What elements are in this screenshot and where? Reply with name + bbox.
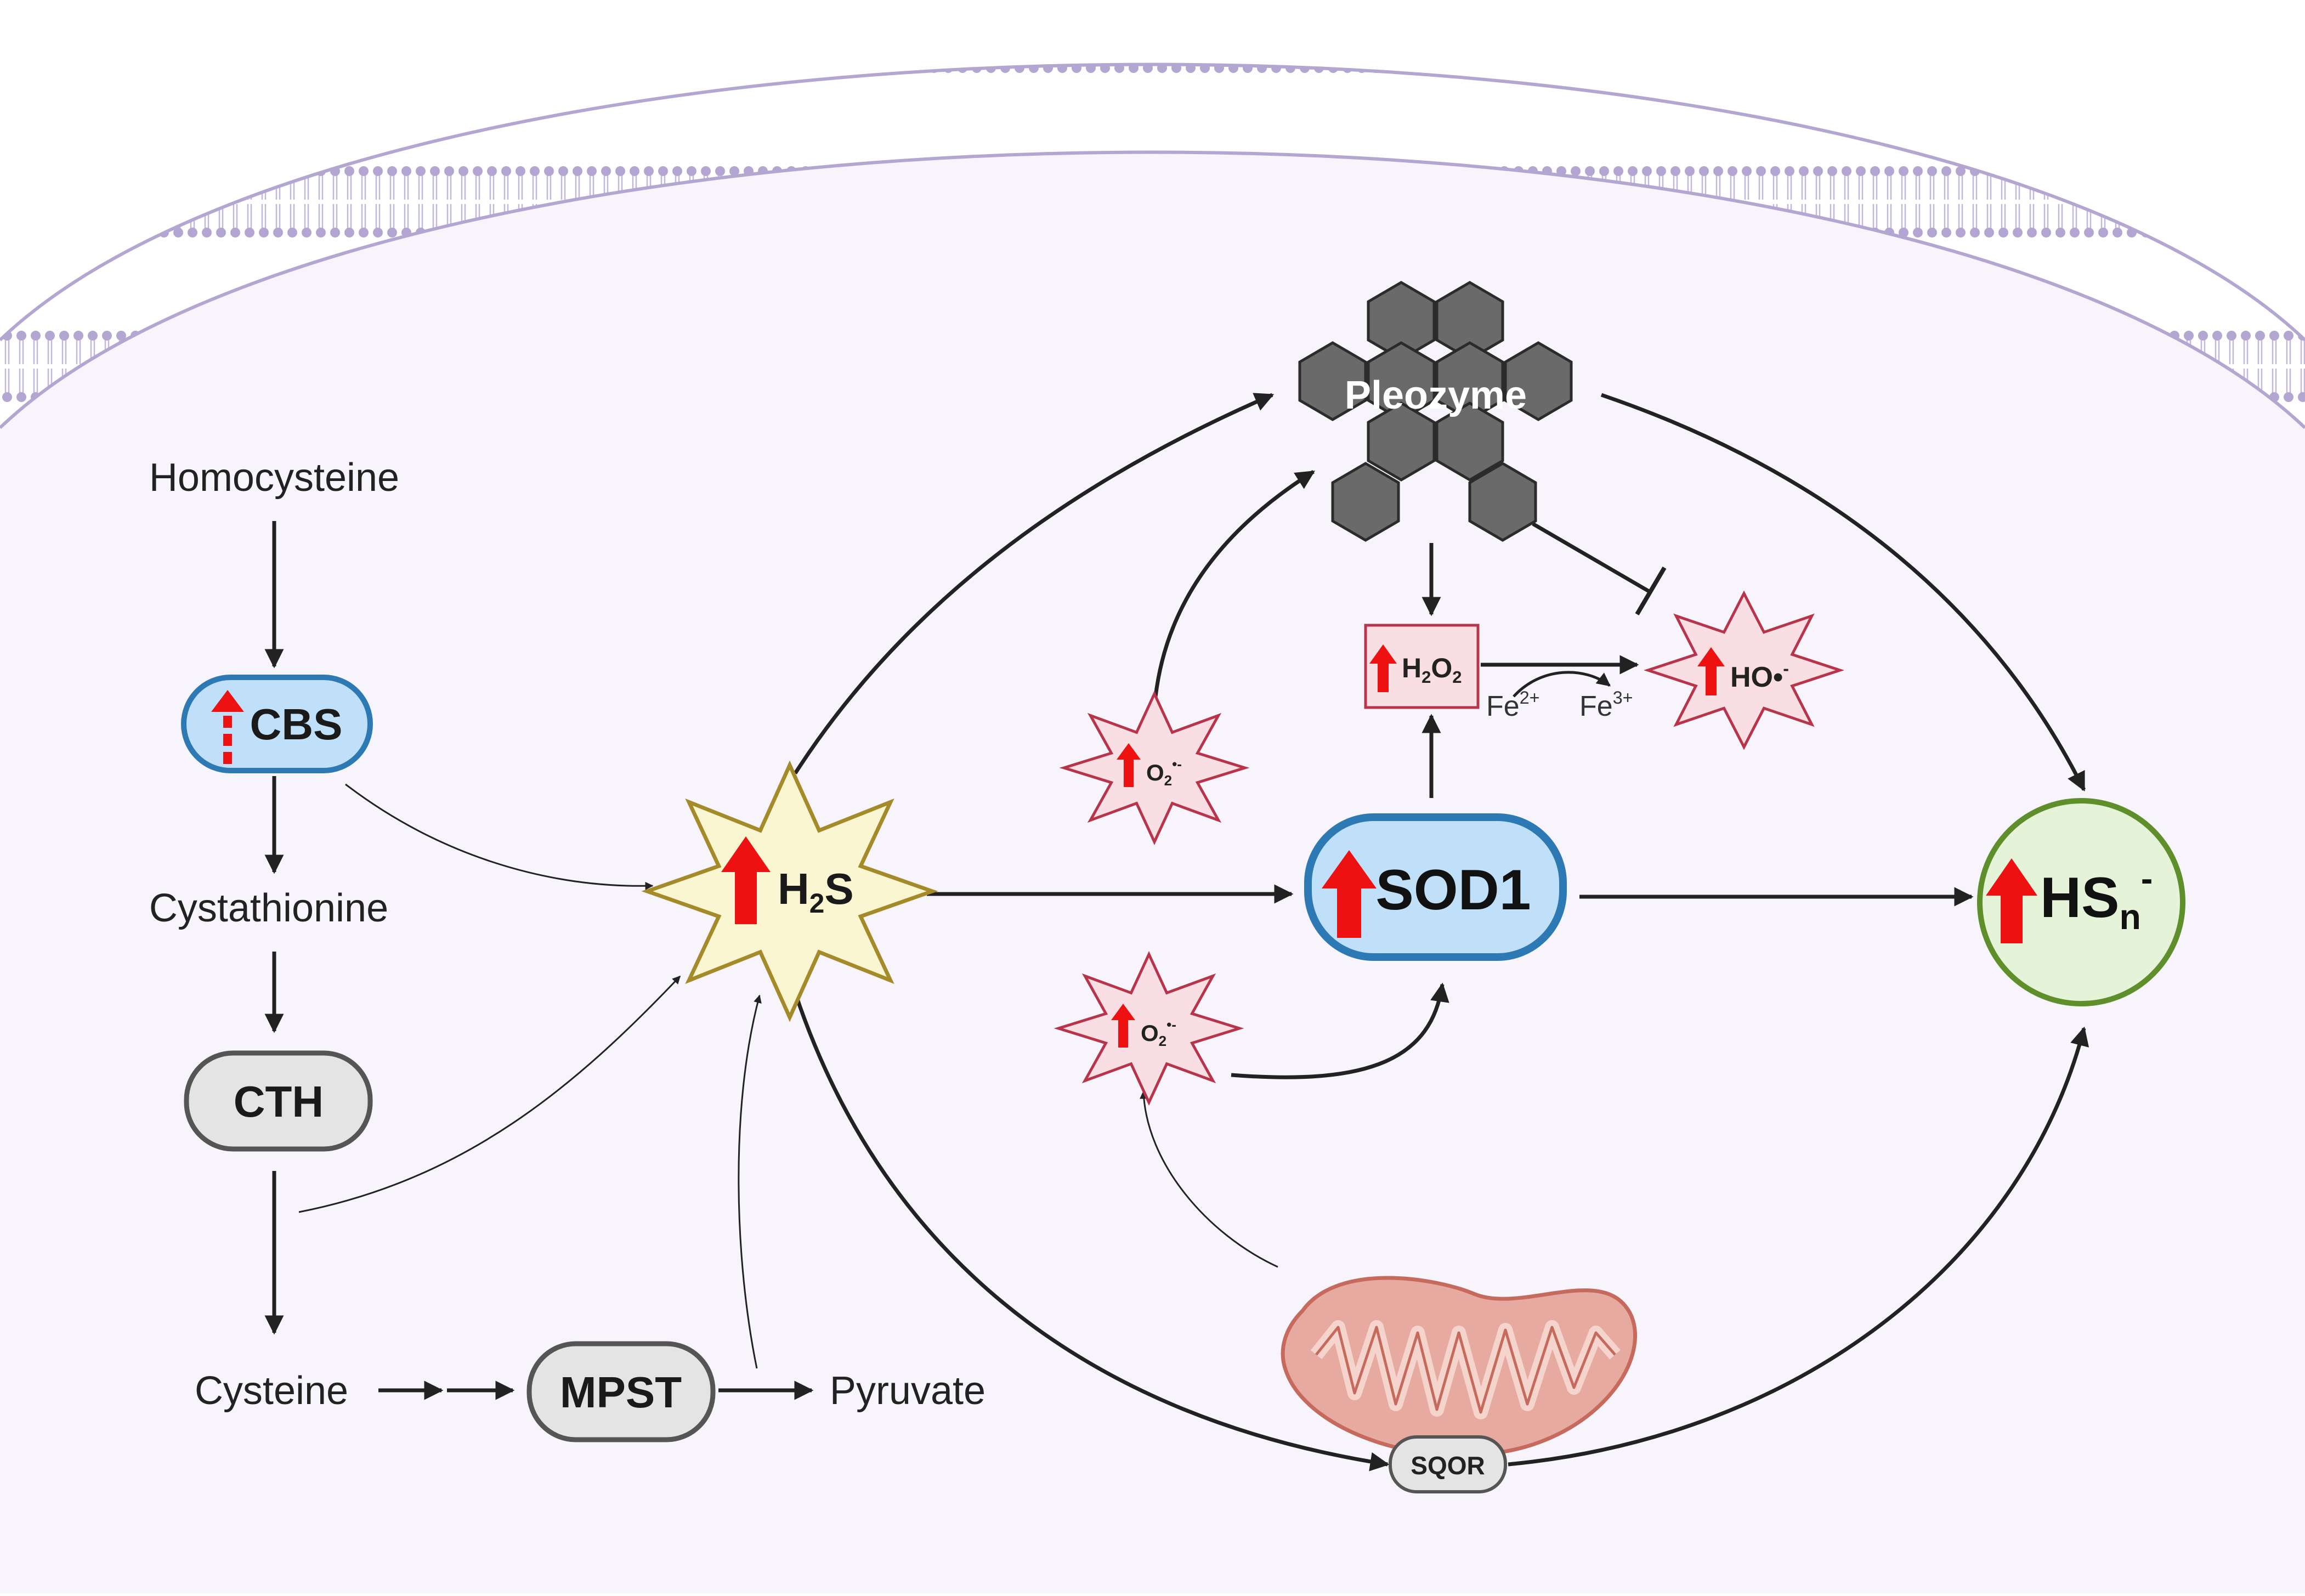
arrow-superoxide-pleozyme xyxy=(1152,470,1315,708)
h2o2-node: H2O2 xyxy=(1364,624,1480,709)
pleozyme-node: Pleozyme xyxy=(1298,281,1573,542)
arrow-h2s-sqor xyxy=(793,992,1390,1472)
ho-radical-label: HO•- xyxy=(1730,659,1789,693)
hsn-label: HSn- xyxy=(2040,859,2153,937)
pleozyme-label: Pleozyme xyxy=(1345,373,1527,417)
cystathionine-label: Cystathionine xyxy=(149,886,388,930)
cell-membrane xyxy=(0,64,2305,428)
superoxide-lower-label: O2•- xyxy=(1141,1016,1176,1049)
cbs-label: CBS xyxy=(250,700,343,749)
mpst-node: MPST xyxy=(526,1341,716,1442)
ho-radical-node: HO•- xyxy=(1644,590,1844,750)
dashed-up-arrow-icon xyxy=(211,690,244,764)
arrow-cbs-h2s xyxy=(345,783,654,890)
arrow-cth-h2s xyxy=(298,975,681,1213)
pyruvate-label: Pyruvate xyxy=(830,1369,986,1413)
hexagon-cluster-icon xyxy=(1298,281,1573,542)
up-arrow-icon xyxy=(1322,850,1377,938)
inhibition-pleozyme-ho xyxy=(1532,522,1652,595)
connectors xyxy=(264,393,2089,1472)
mpst-label: MPST xyxy=(560,1368,682,1417)
h2s-label: H2S xyxy=(778,864,854,919)
hsn-node: HSn- xyxy=(1977,798,2185,1006)
superoxide-upper-node: O2•- xyxy=(1059,691,1250,845)
up-arrow-icon xyxy=(1369,644,1397,692)
cell-interior xyxy=(0,152,2305,1593)
membrane-outer-edge xyxy=(0,63,2305,342)
membrane-inner-edge xyxy=(0,150,2305,429)
sod1-node: SOD1 xyxy=(1304,813,1567,961)
h2s-node: H2S xyxy=(641,760,938,1022)
up-arrow-icon xyxy=(1111,1004,1135,1048)
cysteine-label: Cysteine xyxy=(195,1369,348,1413)
arrow-mito-superoxide xyxy=(1140,1090,1278,1268)
mitochondrion-icon xyxy=(1281,1276,1637,1457)
up-arrow-icon xyxy=(1117,743,1141,787)
sqor-node: SQOR xyxy=(1389,1435,1507,1493)
arrow-fe2-fe3 xyxy=(1513,671,1611,698)
up-arrow-icon xyxy=(721,836,771,924)
fe2-label: Fe2+ xyxy=(1486,688,1539,722)
superoxide-upper-label: O2•- xyxy=(1146,756,1182,789)
up-arrow-icon xyxy=(1986,858,2037,943)
superoxide-lower-node: O2•- xyxy=(1054,951,1244,1106)
arrow-mpst-h2s xyxy=(738,994,762,1369)
cth-label: CTH xyxy=(234,1077,324,1126)
homocysteine-label: Homocysteine xyxy=(149,456,399,500)
up-arrow-icon xyxy=(1697,647,1725,695)
arrow-pleozyme-hsn xyxy=(1600,393,2086,792)
cth-node: CTH xyxy=(184,1050,373,1152)
inhibition-bar xyxy=(1635,566,1667,616)
arrow-h2s-pleozyme xyxy=(794,393,1275,774)
sod1-label: SOD1 xyxy=(1375,858,1531,922)
cbs-node: CBS xyxy=(181,675,373,773)
arrow-superoxide-sod1 xyxy=(1231,982,1449,1079)
h2o2-label: H2O2 xyxy=(1402,653,1462,687)
sqor-label: SQOR xyxy=(1411,1451,1485,1480)
arrow-sqor-hsn xyxy=(1508,1026,2089,1467)
fe3-label: Fe3+ xyxy=(1579,688,1633,722)
